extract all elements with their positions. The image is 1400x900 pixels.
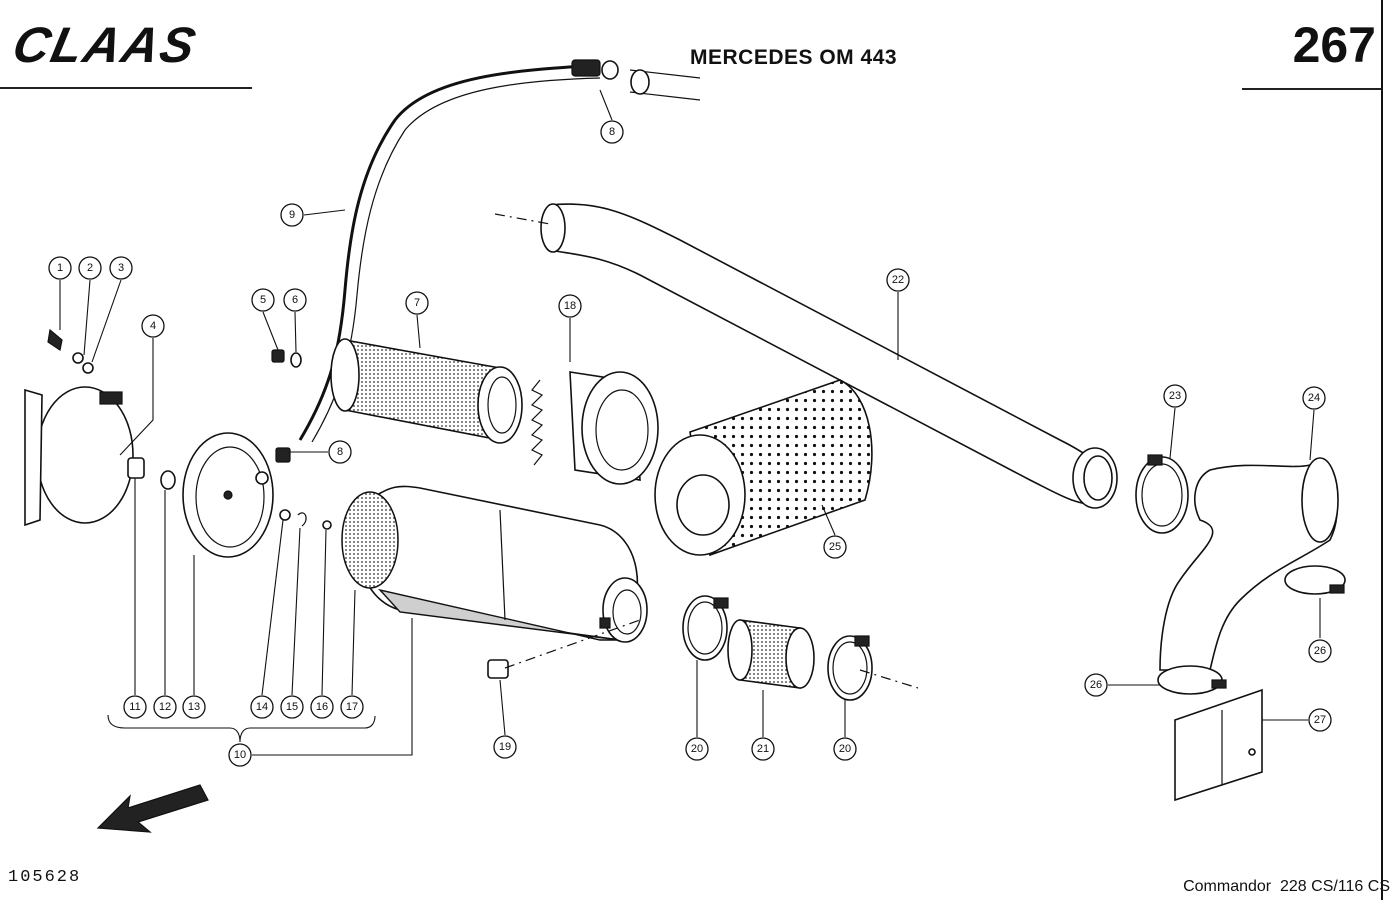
callout-number: 25 xyxy=(829,541,841,553)
callout-20-left: 20 xyxy=(685,737,709,761)
callout-number: 27 xyxy=(1314,714,1326,726)
callout-number: 11 xyxy=(129,701,140,713)
callout-number: 24 xyxy=(1308,392,1320,404)
model-designation: Commandor 228 CS/116 CS xyxy=(1183,878,1390,895)
callout-12: 12 xyxy=(153,695,177,719)
callout-26-left: 26 xyxy=(1084,673,1108,697)
right-border xyxy=(1381,0,1383,900)
callout-number: 10 xyxy=(234,749,246,761)
callout-number: 22 xyxy=(892,274,904,286)
callout-number: 4 xyxy=(150,320,156,332)
callout-number: 3 xyxy=(118,262,124,274)
mounting-band xyxy=(24,386,134,527)
callout-24: 24 xyxy=(1302,386,1326,410)
dust-valve xyxy=(530,371,659,485)
callout-26-right: 26 xyxy=(1308,639,1332,663)
callout-number: 13 xyxy=(188,701,200,713)
callout-number: 16 xyxy=(316,701,328,713)
callout-number: 2 xyxy=(87,262,93,274)
callout-8-top: 8 xyxy=(600,120,624,144)
callout-9: 9 xyxy=(280,203,304,227)
callout-18: 18 xyxy=(558,294,582,318)
callout-7: 7 xyxy=(405,291,429,315)
hose-clamps xyxy=(682,595,873,701)
callout-6: 6 xyxy=(283,288,307,312)
callout-16: 16 xyxy=(310,695,334,719)
callout-10: 10 xyxy=(228,743,252,767)
main-filter-element xyxy=(654,379,873,557)
callout-14: 14 xyxy=(250,695,274,719)
callout-20-right: 20 xyxy=(833,737,857,761)
callout-17: 17 xyxy=(340,695,364,719)
callout-21: 21 xyxy=(751,737,775,761)
callout-number: 26 xyxy=(1314,645,1326,657)
callout-number: 5 xyxy=(260,294,266,306)
callout-27: 27 xyxy=(1308,708,1332,732)
callout-number: 20 xyxy=(839,743,851,755)
callout-number: 1 xyxy=(57,262,63,274)
callout-number: 8 xyxy=(609,126,615,138)
callout-19: 19 xyxy=(493,735,517,759)
image-number: 105628 xyxy=(8,868,82,887)
drain-fittings xyxy=(47,328,332,530)
callout-number: 20 xyxy=(691,743,703,755)
safety-element xyxy=(330,338,523,444)
callout-22: 22 xyxy=(886,268,910,292)
callout-1: 1 xyxy=(48,256,72,280)
callout-number: 6 xyxy=(292,294,298,306)
callout-number: 23 xyxy=(1169,390,1181,402)
callout-25: 25 xyxy=(823,535,847,559)
housing-cover xyxy=(182,432,274,558)
callout-number: 17 xyxy=(346,701,358,713)
callout-15: 15 xyxy=(280,695,304,719)
callout-13: 13 xyxy=(182,695,206,719)
callout-number: 15 xyxy=(286,701,298,713)
leader-lines xyxy=(59,89,1321,756)
elbow-assembly xyxy=(1135,454,1346,695)
filter-housing xyxy=(341,485,648,643)
callout-8: 8 xyxy=(328,440,352,464)
callout-2: 2 xyxy=(78,256,102,280)
callout-number: 8 xyxy=(337,446,343,458)
callout-number: 26 xyxy=(1090,679,1102,691)
page-title: MERCEDES OM 443 xyxy=(690,46,898,69)
warning-plate xyxy=(1174,688,1263,802)
callout-23: 23 xyxy=(1163,384,1187,408)
callout-5: 5 xyxy=(251,288,275,312)
header-rule-left xyxy=(0,87,252,89)
hose-connector-top xyxy=(601,60,701,101)
callout-number: 18 xyxy=(564,300,576,312)
callout-4: 4 xyxy=(141,314,165,338)
callout-number: 21 xyxy=(757,743,769,755)
callout-number: 9 xyxy=(289,209,295,221)
callout-number: 7 xyxy=(414,297,420,309)
callout-number: 14 xyxy=(256,701,268,713)
callout-number: 12 xyxy=(159,701,171,713)
direction-arrow xyxy=(96,784,209,833)
callout-3: 3 xyxy=(109,256,133,280)
page-number: 267 xyxy=(1292,17,1376,73)
header-rule-right xyxy=(1242,88,1382,90)
callout-number: 19 xyxy=(499,741,511,753)
intake-pipe xyxy=(540,203,1118,509)
housing-fitting xyxy=(487,659,509,679)
callout-11: 11 xyxy=(123,695,147,719)
